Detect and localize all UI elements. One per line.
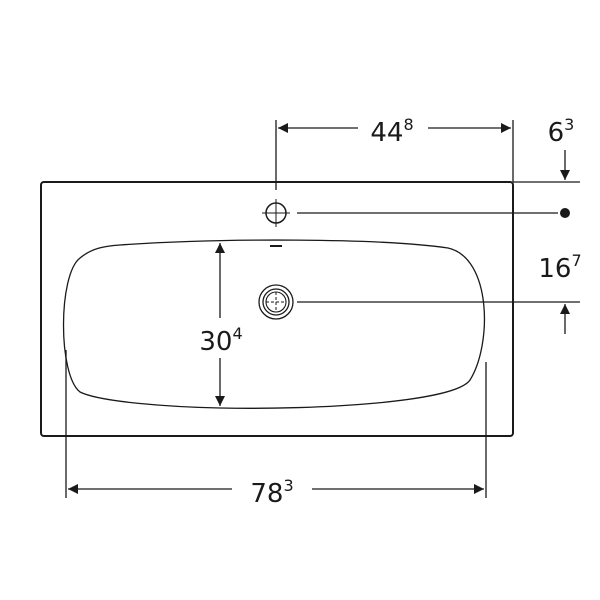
dim-label-44: 448 [370, 115, 413, 148]
bowl-outline [62, 239, 486, 409]
tap-hole [262, 199, 290, 227]
tap-axis-dot [560, 208, 570, 218]
basin-outline [40, 181, 514, 437]
dim-label-16: 167 [538, 251, 581, 284]
dim-label-30: 304 [199, 324, 242, 357]
dim-label-6: 63 [548, 115, 575, 148]
dim-label-78: 783 [250, 476, 293, 509]
drain [258, 284, 294, 320]
